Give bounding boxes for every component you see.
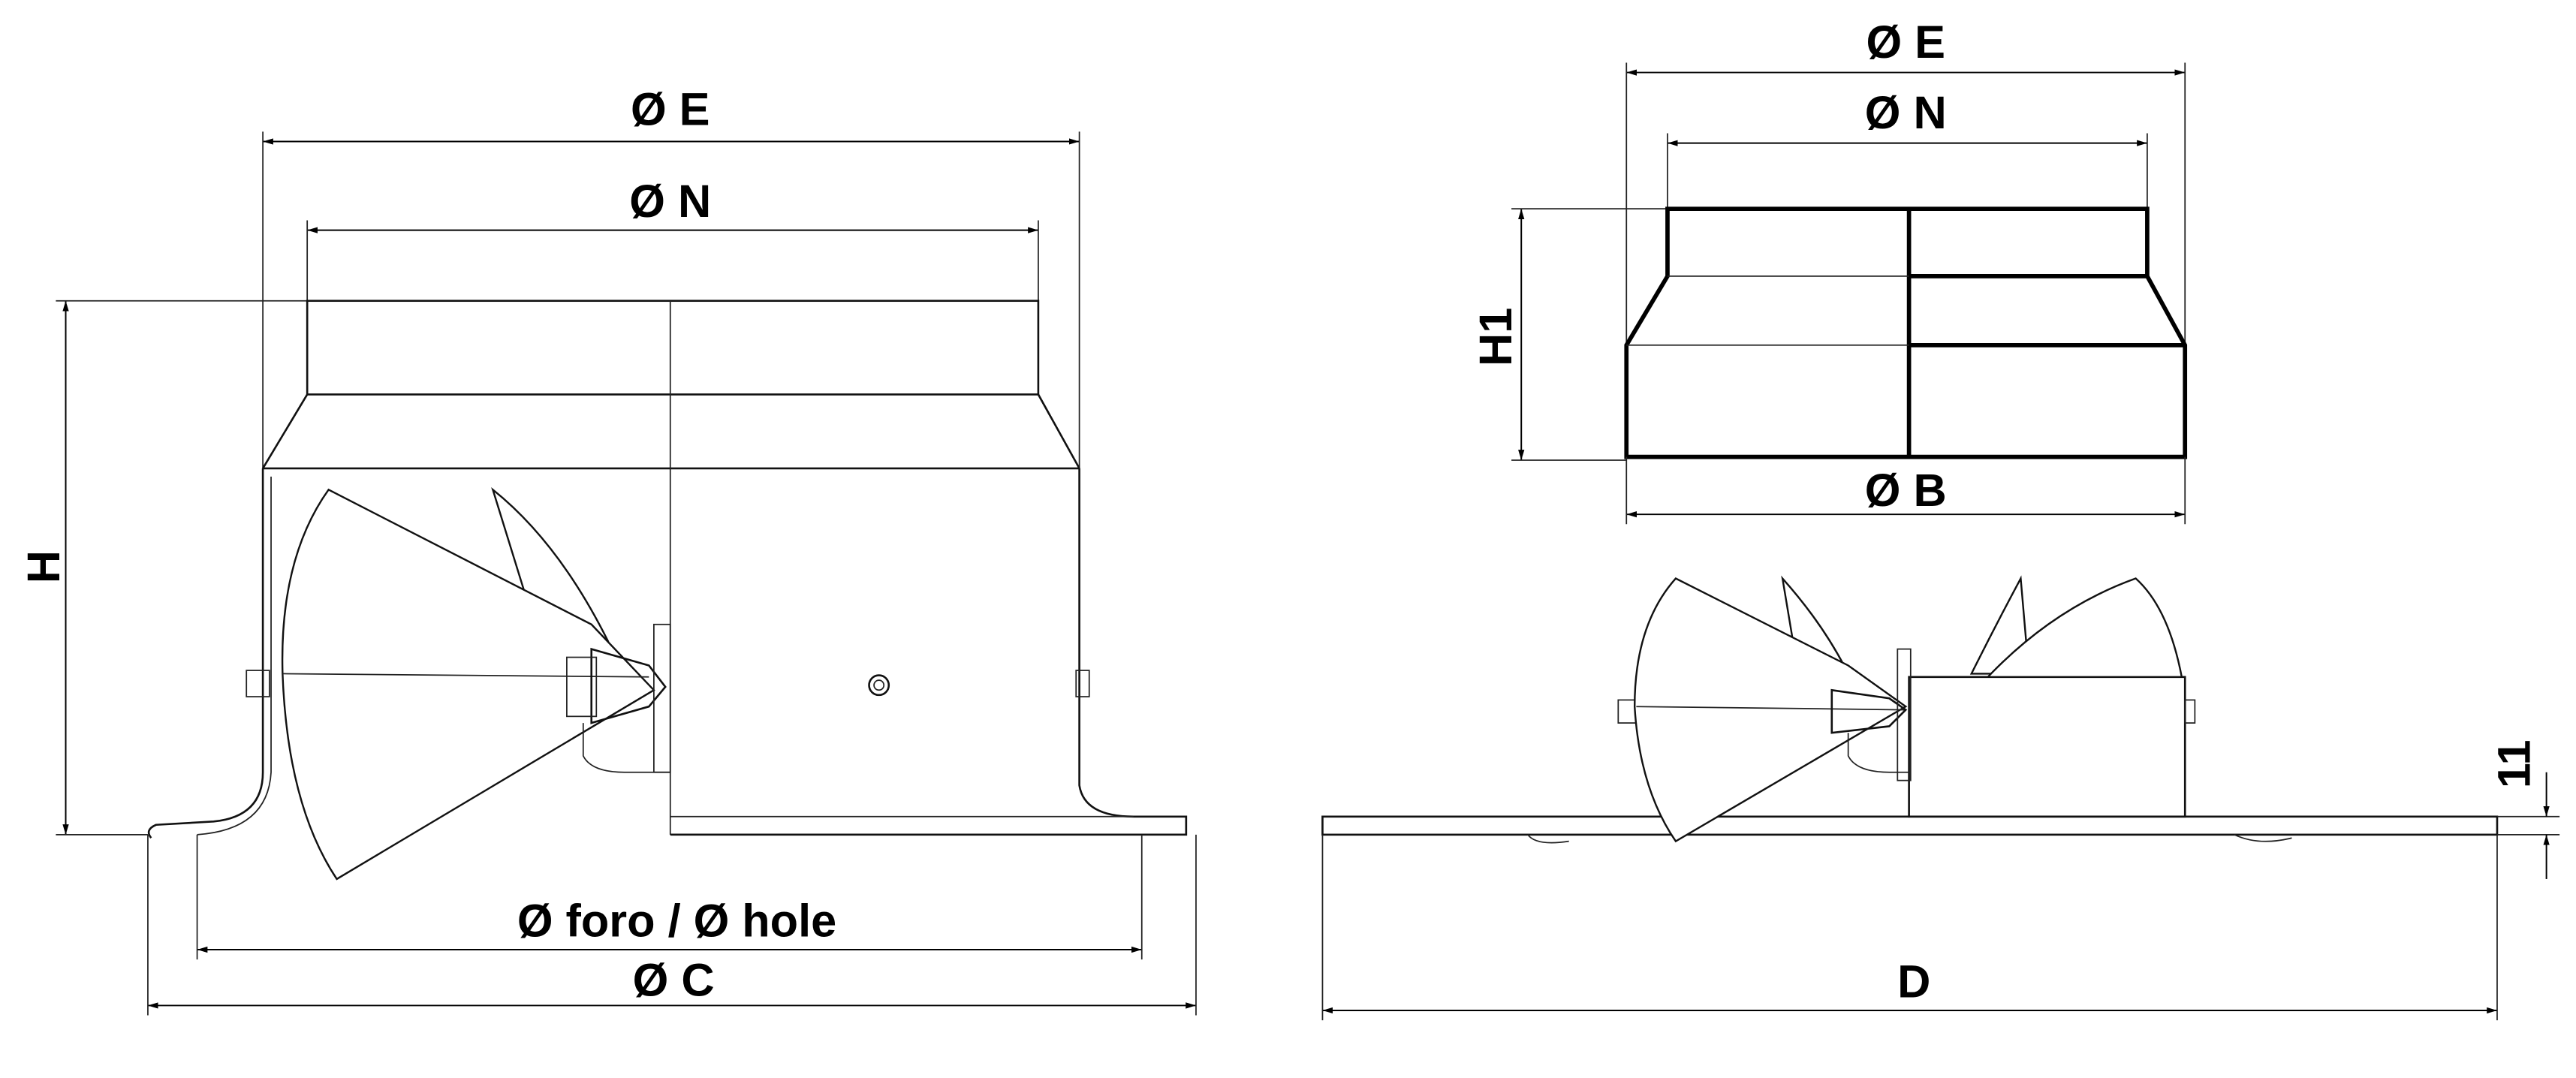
label-B: Ø B bbox=[1865, 465, 1947, 516]
label-E: Ø E bbox=[631, 84, 710, 135]
label-H1: H1 bbox=[1470, 308, 1521, 366]
side-view: Ø E Ø N H Ø foro / Ø hole bbox=[18, 84, 1197, 1016]
fan-blade bbox=[1985, 577, 2183, 679]
fan-blade bbox=[281, 488, 655, 881]
label-thickness: 11 bbox=[2489, 739, 2540, 788]
label-H: H bbox=[18, 550, 69, 583]
fan-blade bbox=[1969, 575, 2030, 675]
fan-blade bbox=[1633, 577, 1908, 843]
adapter-view: Ø E Ø N H1 Ø B bbox=[1470, 17, 2188, 525]
label-N: Ø N bbox=[629, 176, 711, 227]
label-C: Ø C bbox=[633, 954, 715, 1005]
label-hole: Ø foro / Ø hole bbox=[517, 896, 836, 947]
mounted-view: D 11 bbox=[1321, 575, 2560, 1021]
label-D: D bbox=[1897, 956, 1930, 1007]
screw-icon bbox=[868, 674, 890, 697]
label-E: Ø E bbox=[1866, 17, 1945, 68]
fan-blade bbox=[491, 486, 610, 650]
label-N: Ø N bbox=[1865, 87, 1947, 138]
